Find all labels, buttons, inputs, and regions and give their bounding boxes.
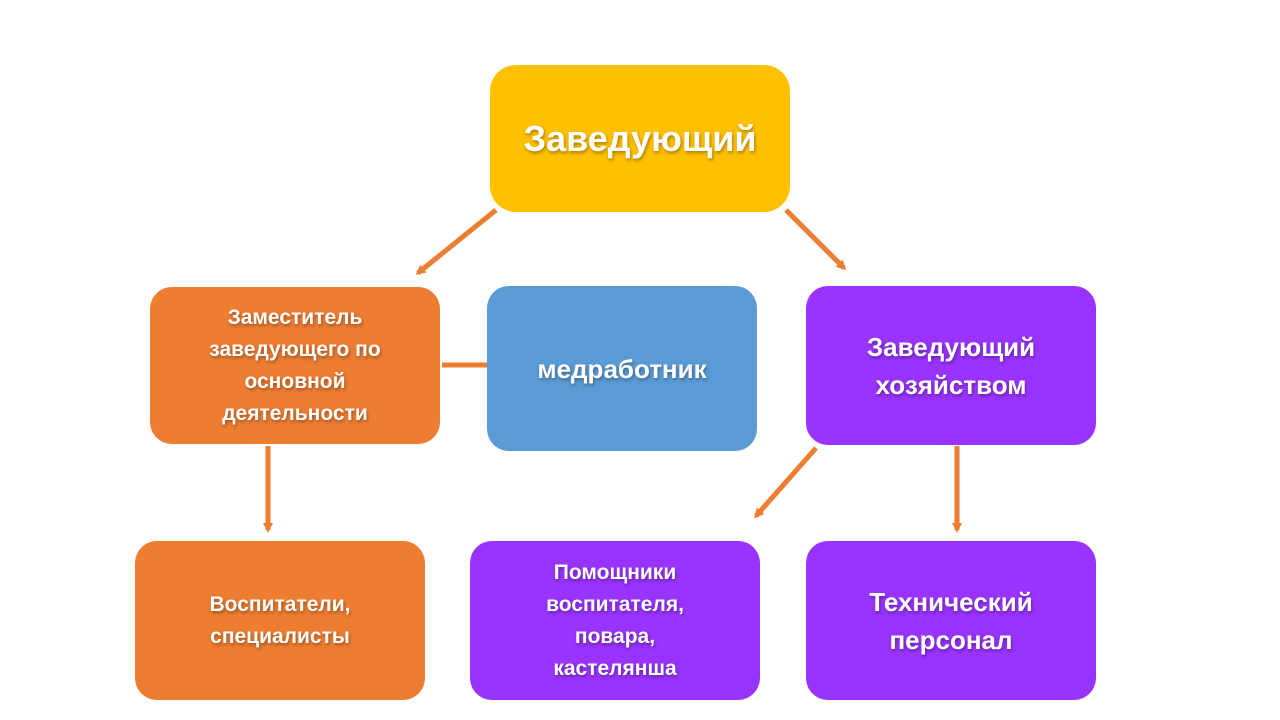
- node-teachers-label: Воспитатели, специалисты: [209, 592, 351, 648]
- node-steward-label: Заведующий хозяйством: [866, 331, 1036, 400]
- node-assistants: Помощники воспитателя, повара, кастелянш…: [470, 541, 760, 700]
- node-head: Заведующий: [490, 65, 790, 212]
- node-assistants-label: Помощники воспитателя, повара, кастелянш…: [546, 560, 684, 680]
- node-medic-label: медработник: [537, 353, 707, 384]
- node-tech: Технический персонал: [806, 541, 1096, 700]
- node-tech-label: Технический персонал: [869, 586, 1033, 655]
- connector-steward-assistants: [754, 446, 818, 519]
- node-head-label: Заведующий: [523, 117, 757, 159]
- connector-head-steward: [784, 208, 847, 271]
- node-deputy-label: Заместитель заведующего по основной деят…: [209, 305, 381, 425]
- node-medic: медработник: [487, 286, 757, 451]
- node-teachers: Воспитатели, специалисты: [135, 541, 425, 700]
- node-steward: Заведующий хозяйством: [806, 286, 1096, 445]
- node-deputy: Заместитель заведующего по основной деят…: [150, 287, 440, 444]
- connector-head-deputy: [415, 208, 498, 275]
